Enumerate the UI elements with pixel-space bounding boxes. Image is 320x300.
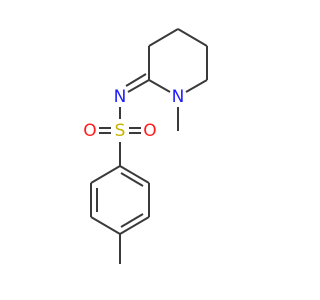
atom-o-right: O <box>143 121 156 141</box>
atom-n-ring: N <box>172 87 185 107</box>
bond-ar4-ar5 <box>90 216 121 235</box>
bond-ar1-ar2-inner <box>120 172 144 187</box>
atom-o-left: O <box>83 121 96 141</box>
atom-labels: N N S O O <box>83 87 184 141</box>
bond-c2-n-imine-b <box>125 73 147 87</box>
bond-ar3-ar4-inner <box>120 213 144 228</box>
bond-c4-c5 <box>177 28 208 47</box>
bonds <box>90 28 208 264</box>
bond-n1-c2 <box>148 79 171 93</box>
bond-ar3-ar4 <box>119 216 150 235</box>
bond-ar1-ar2 <box>119 165 150 184</box>
bond-c6-n1 <box>185 79 208 93</box>
molecule-diagram: N N S O O <box>83 28 208 264</box>
bond-c3-c4 <box>148 28 179 47</box>
atom-n-imine: N <box>114 87 127 107</box>
bond-ar6-ar1 <box>90 165 121 184</box>
bond-c2-n-imine-a <box>127 79 150 93</box>
atom-s: S <box>115 121 126 141</box>
